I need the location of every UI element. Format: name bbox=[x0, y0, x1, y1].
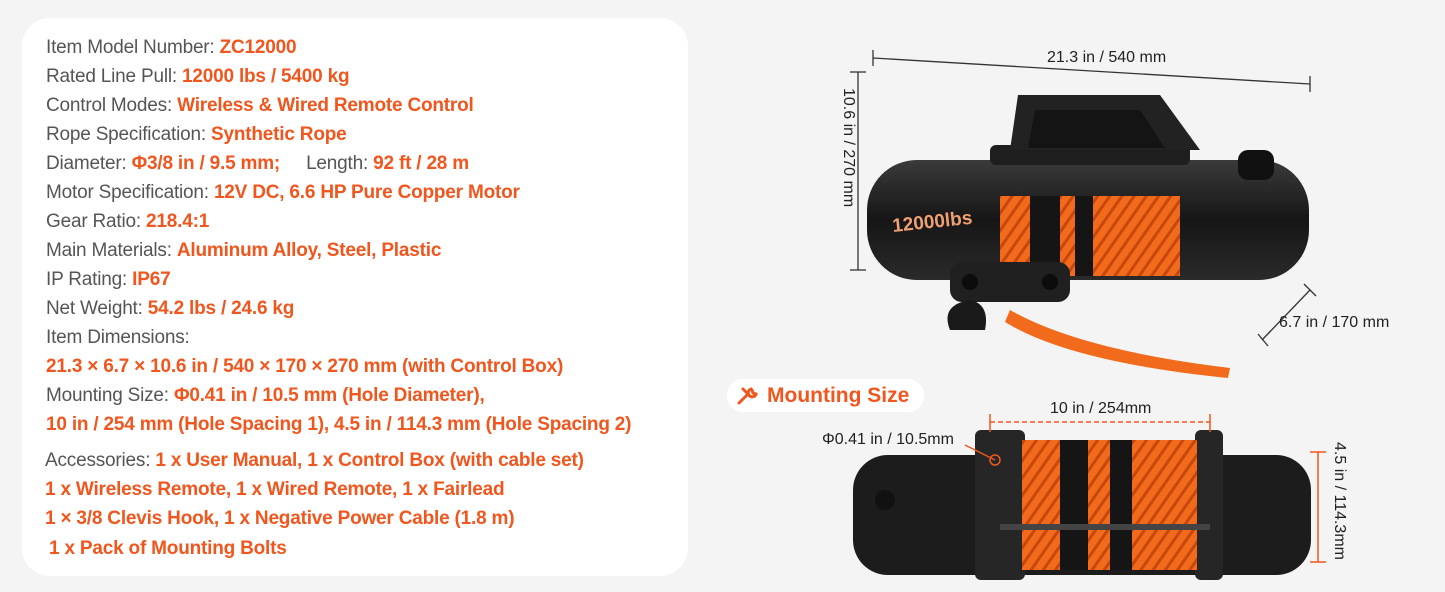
spec-mounting-spacing: 10 in / 254 mm (Hole Spacing 1), 4.5 in … bbox=[46, 414, 632, 435]
spec-accessories-line3: 1 × 3/8 Clevis Hook, 1 x Negative Power … bbox=[45, 508, 515, 529]
hole-spacing-1-label: 10 in / 254mm bbox=[1050, 400, 1152, 417]
spec-gear-ratio: Gear Ratio: 218.4:1 bbox=[46, 211, 210, 232]
winch-body bbox=[867, 95, 1309, 378]
spec-mounting-size: Mounting Size: Φ0.41 in / 10.5 mm (Hole … bbox=[46, 385, 485, 406]
spec-item-dimensions-label: Item Dimensions: bbox=[46, 327, 190, 348]
length-dimension-label: 21.3 in / 540 mm bbox=[1047, 49, 1167, 66]
spec-rope: Rope Specification: Synthetic Rope bbox=[46, 124, 347, 145]
hole-diameter-label: Φ0.41 in / 10.5mm bbox=[822, 431, 954, 448]
spec-materials: Main Materials: Aluminum Alloy, Steel, P… bbox=[46, 240, 442, 261]
mounting-size-badge: Mounting Size bbox=[727, 379, 924, 412]
spec-item-dimensions-value: 21.3 × 6.7 × 10.6 in / 540 × 170 × 270 m… bbox=[46, 356, 564, 377]
spec-motor: Motor Specification: 12V DC, 6.6 HP Pure… bbox=[46, 182, 520, 203]
spec-card bbox=[22, 18, 688, 576]
spec-accessories-line2: 1 x Wireless Remote, 1 x Wired Remote, 1… bbox=[45, 479, 505, 500]
dimension-lines bbox=[850, 50, 1317, 347]
hole-spacing-2-label: 4.5 in / 114.3mm bbox=[1331, 442, 1348, 560]
spec-accessories: Accessories: 1 x User Manual, 1 x Contro… bbox=[45, 450, 584, 471]
spec-net-weight: Net Weight: 54.2 lbs / 24.6 kg bbox=[46, 298, 295, 319]
mounting-size-title: Mounting Size bbox=[767, 384, 910, 407]
spec-accessories-line4: 1 x Pack of Mounting Bolts bbox=[49, 538, 287, 559]
spec-control-modes: Control Modes: Wireless & Wired Remote C… bbox=[46, 95, 474, 116]
mounting-dimension-lines bbox=[964, 414, 1326, 563]
spec-ip-rating: IP Rating: IP67 bbox=[46, 269, 171, 290]
spec-diameter-length: Diameter: Φ3/8 in / 9.5 mm;Length: 92 ft… bbox=[46, 153, 469, 174]
height-dimension-label: 10.6 in / 270 mm bbox=[840, 88, 857, 208]
spec-model: Item Model Number: ZC12000 bbox=[46, 37, 297, 58]
width-dimension-label: 6.7 in / 170 mm bbox=[1279, 314, 1390, 331]
spec-line-pull: Rated Line Pull: 12000 lbs / 5400 kg bbox=[46, 66, 350, 87]
wrench-icon bbox=[737, 387, 758, 405]
winch-bottom-view bbox=[853, 430, 1311, 580]
